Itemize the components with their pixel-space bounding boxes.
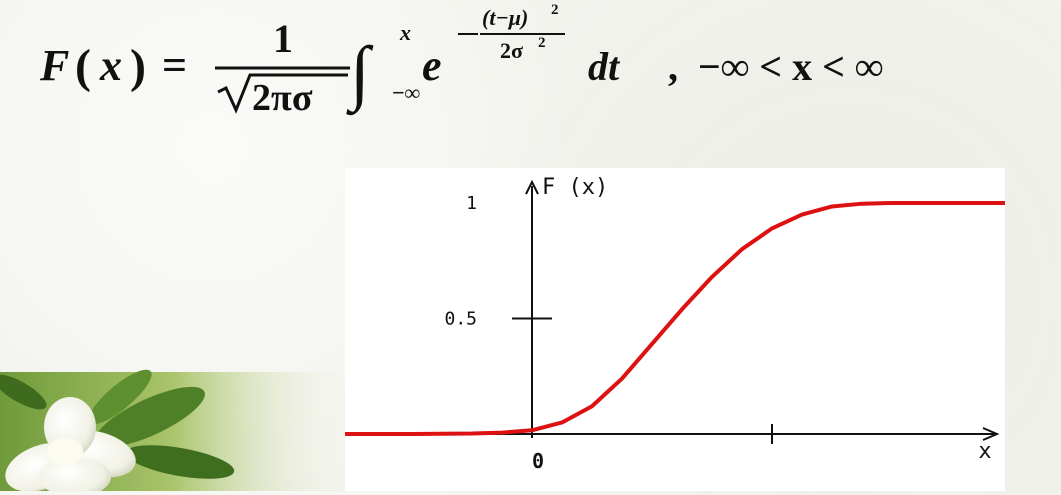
exp-numerator: (t−μ): [482, 5, 528, 30]
integral-sign: ∫: [346, 32, 374, 116]
formula-numerator: 1: [273, 16, 293, 61]
x-tick-label: 0: [532, 449, 544, 473]
cdf-chart: 1 0.5 0 x F (x): [345, 175, 1014, 473]
exp-denominator: 2σ: [500, 38, 523, 63]
x-axis-label: x: [978, 439, 991, 464]
formula-denominator: 2πσ: [252, 77, 313, 119]
x-axis-arrow: [982, 427, 1000, 441]
gardenia-flower-icon: [0, 369, 345, 491]
y-axis-label: F (x): [542, 175, 608, 200]
formula-close-paren: ): [130, 40, 146, 93]
formula-open-paren: (: [75, 40, 91, 93]
y-tick-label: 0.5: [444, 309, 477, 330]
formula-arg: x: [99, 41, 122, 90]
cdf-formula: F ( x ) = 1 2πσ ∫ x −∞ e (t−μ) 2 2σ 2 dt…: [39, 2, 883, 119]
formula-domain: −∞ < x < ∞: [698, 44, 883, 89]
exp-base: e: [422, 41, 442, 90]
formula-separator: ,: [668, 44, 678, 89]
cdf-chart-panel: 1 0.5 0 x F (x): [345, 168, 1014, 491]
exp-numerator-power: 2: [551, 2, 559, 18]
cdf-curve: [345, 201, 1014, 436]
formula-equals: =: [162, 41, 187, 90]
y-axis-arrow: [525, 179, 539, 195]
formula-lhs: F: [39, 41, 69, 90]
sqrt-sign: [217, 73, 348, 114]
differential: dt: [588, 44, 621, 89]
lower-limit: −∞: [392, 80, 421, 105]
upper-limit: x: [399, 20, 411, 45]
exp-denominator-power: 2: [538, 35, 546, 51]
y-tick-label: 1: [466, 193, 477, 214]
